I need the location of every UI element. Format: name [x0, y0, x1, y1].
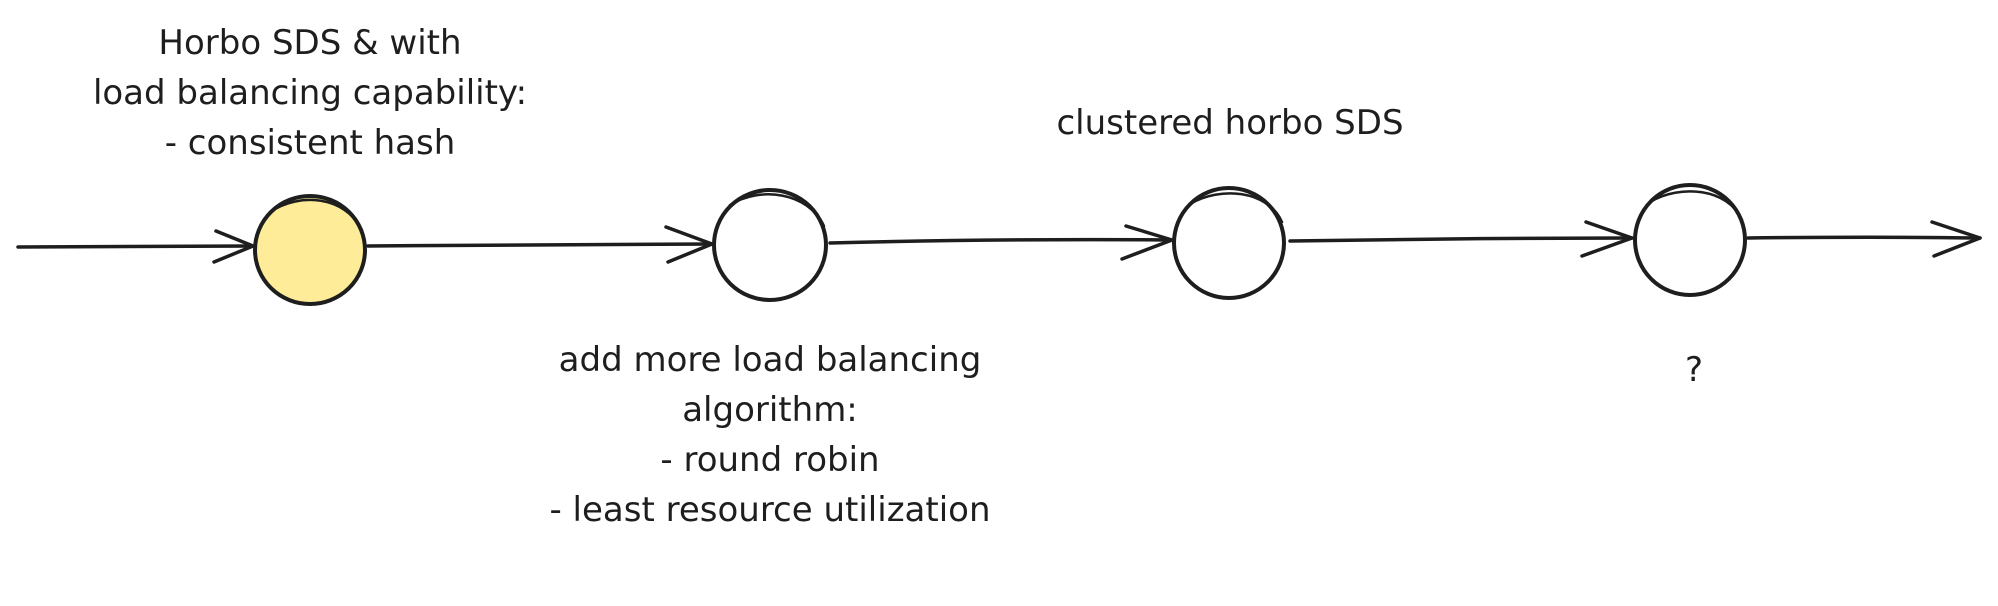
stage-3-label: clustered horbo SDS: [990, 98, 1470, 148]
stage-4-label: ?: [1594, 345, 1794, 395]
stage-3-label-line: clustered horbo SDS: [1056, 103, 1404, 143]
stage-2-label-line: - least resource utilization: [549, 490, 991, 530]
arrow-stage-2-to-3: [828, 224, 1174, 261]
arrow-incoming: [16, 229, 255, 264]
node-stage-1: [253, 194, 367, 306]
stage-1-label-line: - consistent hash: [164, 123, 456, 163]
arrow-stage-1-to-2: [366, 225, 714, 264]
node-stage-4: [1633, 183, 1747, 297]
node-stage-2: [712, 188, 828, 302]
stage-2-label-line: algorithm:: [682, 390, 858, 430]
stage-2-label-line: - round robin: [660, 440, 880, 480]
stage-1-label: Horbo SDS & with load balancing capabili…: [60, 18, 560, 168]
stage-1-label-line: Horbo SDS & with: [158, 23, 462, 63]
arrow-stage-3-to-4: [1288, 220, 1634, 258]
stage-4-label-line: ?: [1684, 350, 1704, 390]
stage-2-label: add more load balancing algorithm: - rou…: [490, 335, 1050, 535]
node-stage-3: [1172, 186, 1286, 300]
stage-1-label-line: load balancing capability:: [92, 73, 528, 113]
arrow-outgoing: [1746, 220, 1982, 258]
stage-2-label-line: add more load balancing: [558, 340, 982, 380]
